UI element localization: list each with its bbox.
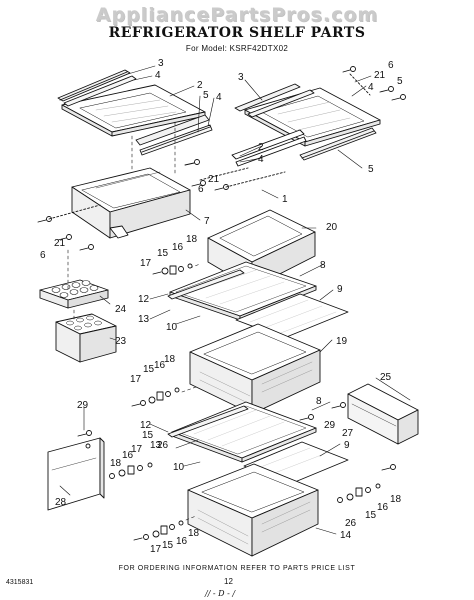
right-panel-hardware [299, 402, 396, 503]
callout-c20: 20 [326, 222, 338, 233]
callout-c10b: 10 [173, 462, 185, 473]
revision-mark: // - D - / [205, 589, 236, 598]
callout-c17a: 17 [140, 258, 152, 269]
callout-c16c: 16 [122, 450, 134, 461]
callout-c17b: 17 [130, 374, 142, 385]
callout-c18e: 18 [188, 528, 200, 539]
egg-tray [39, 279, 109, 309]
callout-c19: 19 [336, 336, 348, 347]
callout-c8b: 8 [316, 396, 322, 407]
callout-c9a: 9 [337, 284, 343, 295]
callout-c4b: 4 [216, 92, 222, 103]
lower-pan-cover [167, 401, 317, 463]
callout-c16d: 16 [377, 502, 389, 513]
callout-c15e: 15 [162, 540, 174, 551]
callout-c16b: 16 [154, 360, 166, 371]
callout-c18a: 18 [186, 234, 198, 245]
callout-c25: 25 [380, 372, 392, 383]
callout-c15c: 15 [142, 430, 154, 441]
callout-c4d: 4 [258, 154, 264, 165]
callout-c2a: 2 [197, 80, 203, 91]
callout-c18d: 18 [390, 494, 402, 505]
leader-lines [59, 65, 411, 535]
callout-c6b: 6 [198, 184, 204, 195]
callout-c15a: 15 [157, 248, 169, 259]
callout-c15b: 15 [143, 364, 155, 375]
left-side-panel [47, 437, 105, 511]
watermark: AppliancePartsPros.com [95, 4, 379, 26]
callout-c16a: 16 [172, 242, 184, 253]
callout-c5b: 5 [397, 76, 403, 87]
middle-crisper-drawer [189, 323, 321, 415]
ordering-info: FOR ORDERING INFORMATION REFER TO PARTS … [118, 565, 356, 572]
callout-c9b: 9 [344, 440, 350, 451]
right-upper-glass-shelf [231, 83, 381, 167]
callout-c4c: 4 [368, 82, 374, 93]
callout-c14: 14 [340, 530, 352, 541]
callout-c16e: 16 [176, 536, 188, 547]
callout-c26a: 26 [157, 440, 169, 451]
callout-c3b: 3 [238, 72, 244, 83]
callout-c29a: 29 [77, 400, 89, 411]
model-subtitle: For Model: KSRF42DTX02 [185, 44, 289, 53]
callout-c2b: 2 [258, 142, 264, 153]
callout-c21c: 21 [54, 238, 66, 249]
callout-c10a: 10 [166, 322, 178, 333]
callout-c17d: 17 [150, 544, 162, 555]
page-title: REFRIGERATOR SHELF PARTS [108, 25, 366, 41]
callout-c13a: 13 [138, 314, 150, 325]
alignment-lines [67, 121, 201, 521]
screws-left-drawer [37, 204, 101, 251]
screws-top-right [342, 66, 406, 101]
left-panel-hardware [77, 430, 153, 479]
callout-c5a: 5 [203, 90, 209, 101]
callout-c21a: 21 [374, 70, 386, 81]
callout-c7: 7 [204, 216, 210, 227]
callout-c8a: 8 [320, 260, 326, 271]
lower-roller-set [133, 520, 184, 541]
callout-c6a: 6 [388, 60, 394, 71]
callout-c15d: 15 [365, 510, 377, 521]
callout-c24: 24 [115, 304, 127, 315]
callout-c21b: 21 [208, 174, 220, 185]
right-side-panel [347, 383, 419, 445]
lower-crisper-drawer [187, 463, 319, 557]
egg-bin [55, 313, 117, 363]
callout-c6c: 6 [40, 250, 46, 261]
left-crisper-drawer [71, 167, 191, 239]
callout-c1: 1 [282, 194, 288, 205]
callout-c18c: 18 [110, 458, 122, 469]
upper-roller-set [152, 263, 193, 275]
callout-c27: 27 [342, 428, 354, 439]
callout-c5c: 5 [368, 164, 374, 175]
callout-c18b: 18 [164, 354, 176, 365]
page-number: 12 [224, 577, 233, 586]
callout-c26b: 26 [345, 518, 357, 529]
left-upper-glass-shelf [57, 69, 213, 156]
callout-c13b: 13 [150, 440, 162, 451]
screws-center [184, 159, 286, 191]
callout-c12b: 12 [140, 420, 152, 431]
callout-c4a: 4 [155, 70, 161, 81]
middle-roller-set [131, 387, 180, 407]
callout-c28: 28 [55, 497, 67, 508]
callout-c29b: 29 [324, 420, 336, 431]
document-code: 4315831 [6, 579, 34, 586]
callout-c3a: 3 [158, 58, 164, 69]
callout-c23: 23 [115, 336, 127, 347]
callout-c17c: 17 [131, 444, 143, 455]
callout-c12a: 12 [138, 294, 150, 305]
